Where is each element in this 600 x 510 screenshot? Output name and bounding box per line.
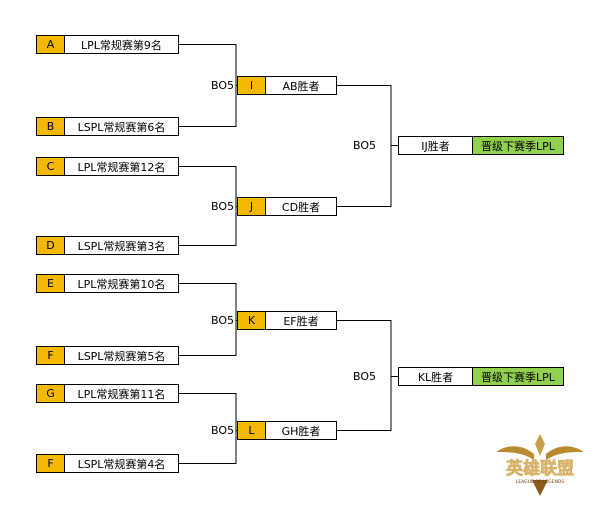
winner-label: CD胜者 xyxy=(281,200,321,214)
match-format-k: BO5 xyxy=(211,314,235,327)
seed-code: A xyxy=(37,36,65,53)
seed-code: J xyxy=(238,198,266,215)
team-label: LPL常规赛第12名 xyxy=(77,160,166,174)
match-format-l: BO5 xyxy=(211,424,235,437)
match-format-j: BO5 xyxy=(211,200,235,213)
winner-slot-k: K EF胜者 xyxy=(237,311,337,330)
seed-code: I xyxy=(238,77,266,94)
team-slot-d: D LSPL常规赛第3名 xyxy=(36,236,179,255)
seed-code: E xyxy=(37,275,65,292)
team-label: LPL常规赛第9名 xyxy=(81,38,162,52)
match-format-kl: BO5 xyxy=(353,370,377,383)
logo-title: 英雄联盟 xyxy=(506,458,574,479)
team-slot-a: A LPL常规赛第9名 xyxy=(36,35,179,54)
team-slot-f: F LSPL常规赛第5名 xyxy=(36,346,179,365)
winner-slot-i: I AB胜者 xyxy=(237,76,337,95)
seed-code: K xyxy=(238,312,266,329)
winner-slot-j: J CD胜者 xyxy=(237,197,337,216)
team-slot-c: C LPL常规赛第12名 xyxy=(36,157,179,176)
winner-slot-ij: IJ胜者 xyxy=(398,136,473,155)
league-of-legends-logo: 英雄联盟 LEAGUE OF LEGENDS xyxy=(496,434,584,496)
winner-slot-kl: KL胜者 xyxy=(398,367,473,386)
match-format-ij: BO5 xyxy=(353,139,377,152)
seed-code: C xyxy=(37,158,65,175)
seed-code: G xyxy=(37,385,65,402)
seed-code: B xyxy=(37,118,65,135)
winner-label: AB胜者 xyxy=(282,79,320,93)
team-label: LSPL常规赛第4名 xyxy=(77,457,166,471)
logo-subtitle: LEAGUE OF LEGENDS xyxy=(516,479,564,485)
winner-label: GH胜者 xyxy=(281,424,321,438)
team-slot-b: B LSPL常规赛第6名 xyxy=(36,117,179,136)
winner-label: EF胜者 xyxy=(283,314,319,328)
team-slot-e: E LPL常规赛第10名 xyxy=(36,274,179,293)
advance-result-kl: 晋级下赛季LPL xyxy=(472,367,564,386)
team-label: LPL常规赛第11名 xyxy=(77,387,166,401)
seed-code: F xyxy=(37,455,65,472)
team-slot-h: F LSPL常规赛第4名 xyxy=(36,454,179,473)
winner-slot-l: L GH胜者 xyxy=(237,421,337,440)
team-label: LSPL常规赛第6名 xyxy=(77,120,166,134)
match-format-i: BO5 xyxy=(211,79,235,92)
advance-result-ij: 晋级下赛季LPL xyxy=(472,136,564,155)
team-label: LSPL常规赛第5名 xyxy=(77,349,166,363)
team-label: LPL常规赛第10名 xyxy=(77,277,166,291)
winner-label: IJ胜者 xyxy=(421,139,450,153)
seed-code: D xyxy=(37,237,65,254)
team-slot-g: G LPL常规赛第11名 xyxy=(36,384,179,403)
winner-label: KL胜者 xyxy=(417,370,454,384)
team-label: LSPL常规赛第3名 xyxy=(77,239,166,253)
seed-code: F xyxy=(37,347,65,364)
seed-code: L xyxy=(238,422,266,439)
